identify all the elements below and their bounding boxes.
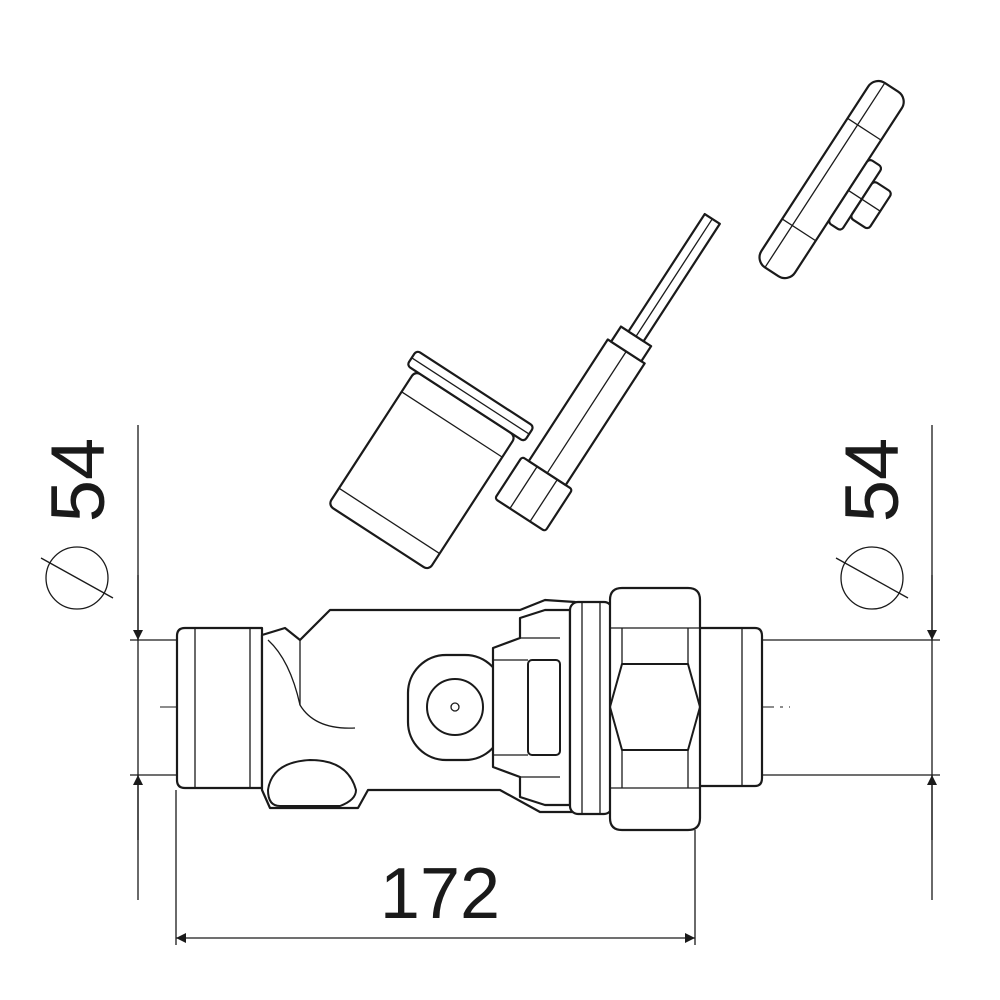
- right-diameter-symbol: [835, 546, 909, 610]
- right-pipe-connector: [693, 626, 764, 788]
- right-diameter-dimension: 54: [760, 425, 940, 900]
- valve-spindle: [494, 212, 721, 532]
- length-dimension: 172: [175, 790, 696, 945]
- left-diameter-label: 54: [36, 438, 121, 523]
- valve-bonnet: [329, 350, 534, 570]
- union-collar: [568, 600, 614, 816]
- handwheel: [758, 79, 905, 280]
- valve: [175, 79, 905, 832]
- left-diameter-symbol: [40, 546, 114, 610]
- right-diameter-label: 54: [830, 438, 915, 523]
- left-pipe-connector: [175, 626, 264, 790]
- union-hex-nut: [608, 586, 702, 832]
- left-diameter-dimension: 54: [36, 425, 178, 900]
- length-label: 172: [380, 854, 500, 934]
- side-port: [406, 653, 505, 762]
